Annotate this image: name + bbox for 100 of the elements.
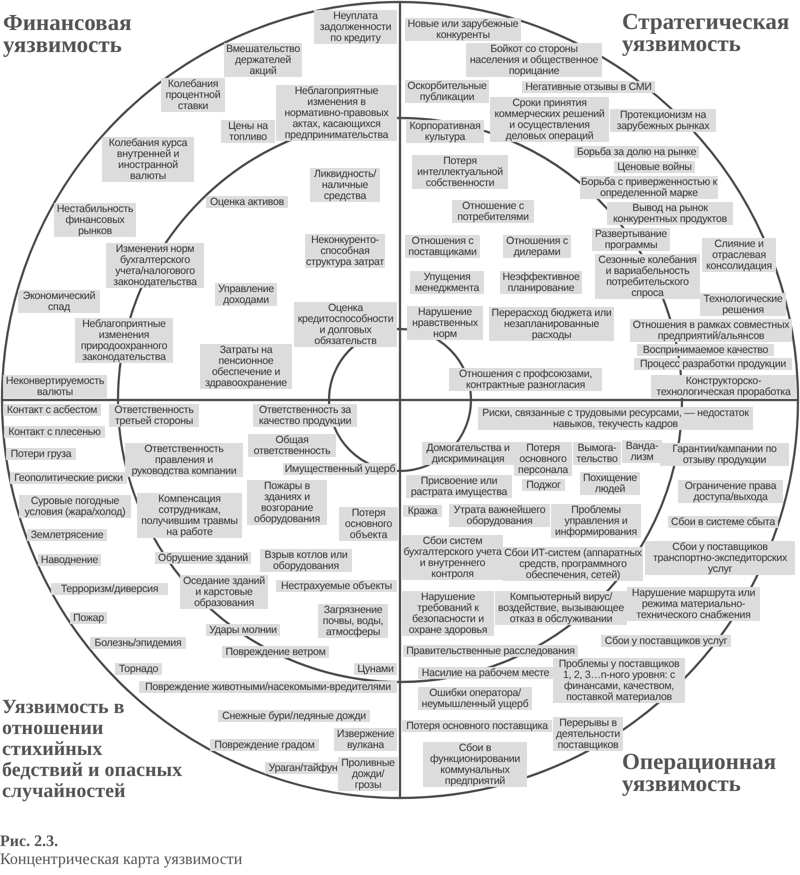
quadrant-title: Уязвимость в отношении стихийных бедствий и опасных случайностей [2,696,182,802]
risk-label: Потеря основного персонала [514,442,572,476]
risk-label: Наводнение [38,554,101,566]
risk-label: Затраты на пенсионное обеспечение и здравоохранение [200,344,292,389]
risk-label: Перерасход бюджета или незапланированные расходы [489,307,614,341]
risk-label: Гарантии/кампании по отзыву продукции [660,443,789,466]
risk-label: Повреждение ветром [222,646,329,658]
risk-label: Неуплата задолженности по кредиту [314,10,397,44]
risk-label: Кража [403,505,442,517]
risk-label: Ванда-лизм [622,440,662,463]
risk-label: Ответственность третьей стороны [109,404,199,427]
risk-label: Проблемы у поставщиков 1, 2, 3…n-ного уровня: с финансами, качеством, поставкой материалов [553,658,685,703]
risk-label: Присвоение или растрата имущества [406,475,512,498]
risk-label: Перерывы в деятельности поставщиков [553,717,623,751]
risk-label: Домогательства и дискриминация [422,442,514,465]
risk-label: Сезонные колебания и вариабельность потребительского спроса [595,254,700,299]
risk-label: Взрыв котлов или оборудования [260,549,352,572]
risk-label: Оскорбительные публикации [405,80,489,103]
risk-label: Колебания процентной ставки [161,78,225,112]
risk-label: Ограничение права доступа/выхода [678,480,783,503]
risk-label: Процесс разработки продукции [634,358,792,370]
risk-label: Правительственные расследования [403,645,578,657]
risk-label: Неэффективное планирование [500,271,582,294]
risk-label: Бойкот со стороны населения и общественное порицание [466,43,602,77]
risk-label: Оседание зданий и карстовые образования [180,575,268,609]
figure-caption: Рис. 2.3. Концентрическая карта уязвимости [0,833,242,869]
quadrant-title: Финансовая уязвимость [3,12,132,56]
quadrant-title: Стратегическая уязвимость [622,11,790,55]
risk-label: Потеря основного объекта [339,507,398,541]
risk-label: Упущения менеджмента [410,271,484,294]
risk-label: Сбои ИТ-систем (аппаратных средств, программного обеспечения, сетей) [503,547,643,581]
risk-label: Сбои в функционировании коммунальных предприятий [423,742,527,787]
risk-label: Цены на топливо [221,120,275,143]
risk-label: Неблагоприятные изменения природоохранного законодательства [75,318,173,363]
risk-label: Сбои у поставщиков услуг [601,635,731,647]
risk-label: Терроризм/диверсия [51,583,168,595]
risk-label: Загрязнение почвы, воды, атмосферы [318,604,388,638]
risk-label: Управление доходами [215,283,277,306]
risk-label: Потеря основного поставщика [402,720,552,732]
risk-label: Утрата важнейшего оборудования [449,504,550,527]
risk-label: Торнадо [115,663,162,675]
risk-label: Сбои систем бухгалтерского учета и внутреннего контроля [402,535,503,580]
risk-label: Оценка активов [206,196,288,208]
risk-label: Ураган/тайфун [265,762,341,774]
risk-label: Нестрахуемые объекты [276,580,397,592]
risk-label: Отношения с поставщиками [405,235,480,258]
risk-label: Ценовые войны [614,161,695,173]
risk-label: Ответственность правления и руководства компании [125,443,243,477]
risk-label: Сроки принятия коммерческих решений и осуществления деловых операций [490,97,609,142]
risk-label: Вмешательство держателей акций [224,43,302,77]
risk-label: Землетрясение [27,529,107,541]
risk-label: Потеря интеллектуальной собственности [412,155,508,189]
risk-label: Болезнь/эпидемия [90,637,186,649]
risk-label: Поджог [522,479,565,491]
risk-label: Сбои в системе сбыта [668,516,778,528]
risk-label: Компенсация сотрудникам, получившим травмы на работе [137,493,242,538]
quadrant-title: Операционная уязвимость [622,751,776,795]
quadrant-sector [400,400,800,800]
risk-label: Изменения норм бухгалтерского учета/налогового законодательства [106,243,204,288]
risk-label: Развертывание программы [592,228,670,251]
risk-label: Новые или зарубежные конкуренты [405,18,521,41]
risk-label: Контакт с асбестом [3,404,101,416]
risk-label: Нарушение маршрута или режима материально-технического снабжения [627,587,760,621]
risk-label: Геополитические риски [10,472,127,484]
risk-label: Снежные бури/ледяные дожди [218,710,370,722]
risk-label: Извержение вулкана [334,728,397,751]
risk-label: Риски, связанные с трудовыми ресурсами, — недостаток навыков, текучесть кадров [478,407,753,430]
risk-label: Корпоративная культура [406,120,484,143]
risk-label: Протекционизм на зарубежных рынках [610,109,716,132]
risk-label: Суровые погодные условия (жара/холод) [19,495,131,518]
risk-label: Неконвертируемость валюты [3,375,107,398]
risk-label: Отношения с дилерами [503,235,571,258]
risk-label: Повреждение животными/насекомыми-вредителями [139,681,397,693]
risk-label: Пожары в зданиях и возгорание оборудования [247,480,327,525]
risk-label: Борьба с приверженностью к определенной марке [580,176,718,199]
risk-label: Насилие на рабочем месте [418,667,553,679]
risk-label: Оценка кредитоспособности и долговых обязательств [294,302,397,347]
risk-label: Неблагоприятные изменения в нормативно-правовых актах, касающихся предпринимательства [276,85,397,141]
risk-label: Ошибки оператора/ неумышленный ущерб [418,687,532,710]
risk-label: Похищение людей [580,472,640,495]
risk-label: Цунами [354,663,397,675]
risk-label: Отношения с профсоюзами, контрактные разногласия [449,368,602,391]
risk-label: Проблемы управления и информирования [551,504,641,538]
risk-label: Нарушение требований к безопасности и охране здоровья [402,591,494,636]
risk-label: Ответственность за качество продукции [253,404,357,427]
risk-label: Неконкуренто-способная структура затрат [305,234,385,268]
risk-label: Отношение с потребителями [452,200,534,223]
risk-label: Воспринимаемое качество [637,344,774,356]
risk-label: Сбои у поставщиков транспортно-экспедиторских услуг [645,541,795,575]
risk-label: Технологические решения [700,293,786,316]
risk-label: Компьютерный вирус/ воздействие, вызывающее отказ в обслуживании [495,591,627,625]
risk-label: Конструкторско-технологическая проработка [651,375,796,398]
risk-label: Потери груза [6,448,76,460]
risk-label: Слияние и отраслевая консолидация [702,238,776,272]
risk-label: Удары молнии [206,624,280,636]
risk-label: Повреждение градом [210,739,319,751]
risk-label: Борьба за долю на рынке [574,146,699,158]
risk-label: Колебания курса внутренней и иностранной валюты [102,137,194,182]
risk-label: Ликвидность/ наличные средства [310,168,380,202]
risk-label: Экономический спад [18,290,100,313]
